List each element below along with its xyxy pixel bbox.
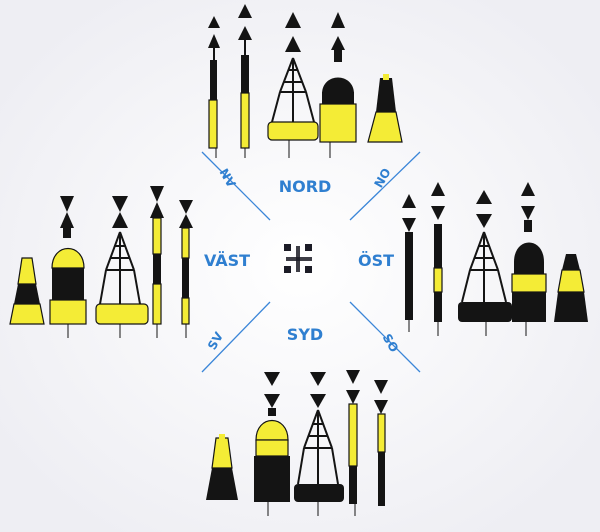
east-conical-buoy xyxy=(554,254,588,322)
south-spar-buoy-2 xyxy=(374,380,388,506)
south-moorings xyxy=(267,502,356,516)
north-spar-buoy-2 xyxy=(238,4,252,149)
west-moorings xyxy=(67,324,187,338)
north-lattice-buoy xyxy=(267,12,319,141)
north-pillar-buoy xyxy=(319,12,357,143)
east-spar-buoy-1 xyxy=(402,194,416,320)
south-lattice-buoy xyxy=(294,372,344,502)
label-north: NORD xyxy=(279,177,332,196)
south-conical-buoy xyxy=(206,434,238,500)
south-group xyxy=(206,370,388,516)
west-spar-buoy-1 xyxy=(150,186,164,325)
east-moorings xyxy=(408,320,527,336)
north-conical-buoy xyxy=(367,74,403,143)
east-lattice-buoy xyxy=(458,190,512,322)
north-group xyxy=(208,4,403,158)
north-spar-buoy-1 xyxy=(208,16,220,149)
divider-se xyxy=(349,301,421,373)
label-west: VÄST xyxy=(204,251,250,270)
label-south: SYD xyxy=(287,325,323,344)
west-conical-buoy xyxy=(9,257,45,325)
south-pillar-buoy xyxy=(254,372,290,502)
divider-nw xyxy=(201,151,271,221)
divider-lines xyxy=(201,151,421,373)
west-pillar-buoy xyxy=(49,196,87,325)
label-east: ÖST xyxy=(358,251,394,270)
danger-symbol-icon xyxy=(284,244,312,273)
divider-sw xyxy=(201,301,271,373)
north-moorings xyxy=(215,140,331,158)
west-group xyxy=(9,186,193,338)
east-pillar-buoy xyxy=(511,182,547,322)
east-group xyxy=(402,182,588,336)
divider-ne xyxy=(349,151,421,221)
west-lattice-buoy xyxy=(95,196,149,325)
east-spar-buoy-2 xyxy=(431,182,445,322)
south-spar-buoy-1 xyxy=(346,370,360,504)
